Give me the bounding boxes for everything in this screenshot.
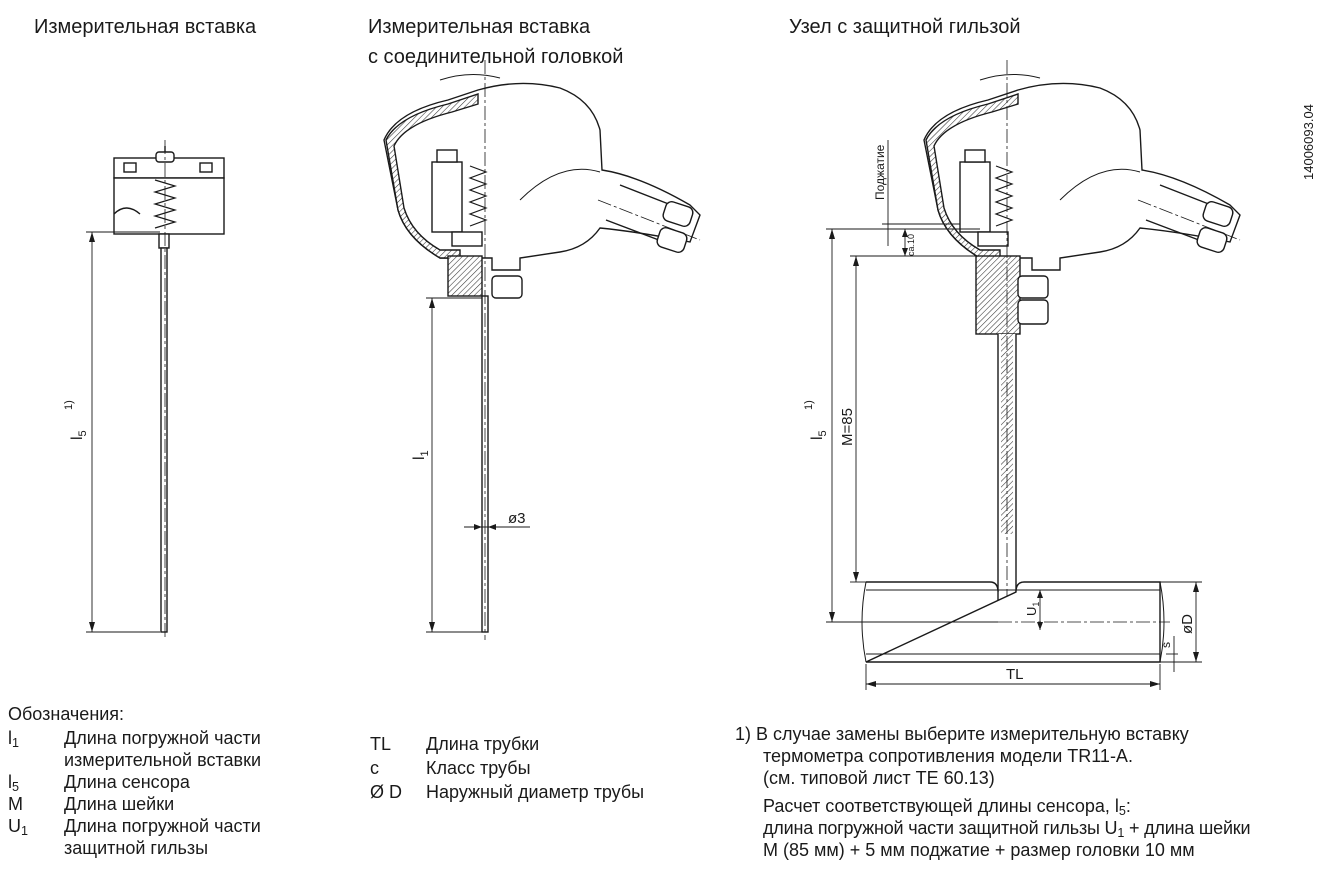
doc-number: 14006093.04 xyxy=(1301,104,1316,180)
dim-dia3: ø3 xyxy=(508,510,526,527)
title-thermowell-assembly: Узел с защитной гильзой xyxy=(789,16,1021,38)
legend-sym-l1: l1 xyxy=(8,728,20,750)
dim-tl: TL xyxy=(1006,666,1024,683)
dim-s: s xyxy=(1159,642,1173,648)
footnote-line6: M (85 мм) + 5 мм поджатие + размер голов… xyxy=(763,840,1195,860)
legend-sym-tl: TL xyxy=(370,734,392,754)
footnote-line2: термометра сопротивления модели TR11-A. xyxy=(763,746,1133,766)
footnote-line4: Расчет соответствующей длины сенсора, l5… xyxy=(763,796,1131,818)
dim-l5-left: l5 xyxy=(69,430,89,440)
title-insert-with-head-line1: Измерительная вставка xyxy=(368,16,591,38)
footnote-line3: (см. типовой лист TE 60.13) xyxy=(763,768,995,788)
legend-sym-c: c xyxy=(370,758,379,778)
legend-text-od: Наружный диаметр трубы xyxy=(426,782,645,802)
measuring-insert-drawing xyxy=(86,140,225,640)
legend-sym-m: M xyxy=(8,794,23,814)
legend-sym-od: Ø D xyxy=(370,782,403,802)
legend-text-m: Длина шейки xyxy=(64,794,175,814)
dim-m85: M=85 xyxy=(839,408,856,446)
dim-u1: U1 xyxy=(1024,602,1041,616)
spring-icon xyxy=(468,165,488,227)
legend-text-l5: Длина сенсора xyxy=(64,772,190,792)
legend-text-l1-line1: Длина погружной части xyxy=(64,728,261,748)
legend-text-l1-line2: измерительной вставки xyxy=(64,750,262,770)
dim-diameter-d: øD xyxy=(1179,614,1196,634)
footnote-line1: 1) В случае замены выберите измерительну… xyxy=(735,724,1189,744)
legend-text-tl: Длина трубки xyxy=(426,734,540,754)
dim-l1: l1 xyxy=(411,450,431,460)
legend-sym-l5: l5 xyxy=(8,772,20,794)
dim-note-mark-left: 1) xyxy=(63,400,75,410)
legend-text-c: Класс трубы xyxy=(426,758,531,778)
dim-note-mark-right: 1) xyxy=(803,400,815,410)
spring-icon xyxy=(994,165,1014,227)
title-measuring-insert: Измерительная вставка xyxy=(34,16,257,38)
title-insert-with-head-line2: с соединительной головкой xyxy=(368,46,624,68)
footnote-line5: длина погружной части защитной гильзы U1… xyxy=(763,818,1251,840)
dim-l5-right: l5 xyxy=(809,430,829,440)
legend-text-u1-line2: защитной гильзы xyxy=(64,838,209,858)
dim-ca10: ca.10 xyxy=(906,234,916,256)
spring-icon xyxy=(152,179,178,229)
legend-title: Обозначения: xyxy=(8,704,125,724)
legend-sym-u1: U1 xyxy=(8,816,29,838)
legend-text-u1-line1: Длина погружной части xyxy=(64,816,261,836)
thermowell-assembly-drawing xyxy=(826,60,1241,690)
dim-preload: Поджатие xyxy=(873,144,887,200)
insert-with-head-drawing xyxy=(383,60,701,640)
